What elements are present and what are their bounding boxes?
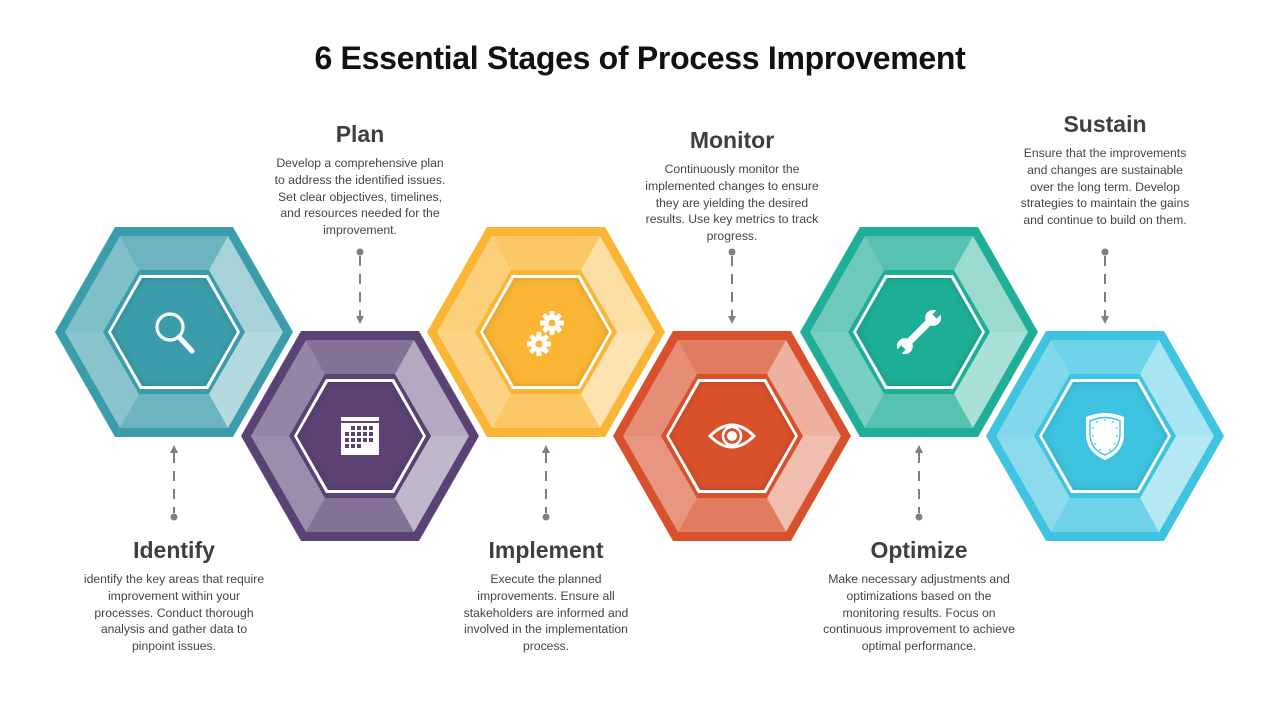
gears-icon [527,311,564,356]
stage-heading: Plan [335,121,385,147]
stage-description: identify the key areas that require impr… [83,572,265,654]
stage-heading: Monitor [689,127,775,153]
connector-optimize [914,444,924,522]
stage-plan-hexagon [241,331,479,541]
page-title: 6 Essential Stages of Process Improvemen… [314,40,966,76]
stage-heading: Sustain [1063,111,1147,137]
connector-implement [541,444,551,522]
shield-icon [1086,413,1124,460]
stage-description: Continuously monitor the implemented cha… [645,162,819,244]
stage-implement-hexagon [427,227,665,437]
stage-sustain-text: Sustain Ensure that the improvements and… [995,111,1215,229]
stage-description: Develop a comprehensive plan to address … [274,156,446,238]
stage-optimize-hexagon [800,227,1038,437]
calendar-icon [341,417,379,455]
stage-description: Execute the planned improvements. Ensure… [463,572,629,654]
connector-monitor [727,247,737,325]
eye-icon [707,423,757,449]
stage-implement-text: Implement Execute the planned improvemen… [436,537,656,655]
stage-identify-hexagon [55,227,293,437]
wrench-icon [894,307,944,357]
stage-identify-text: Identify identify the key areas that req… [64,537,284,655]
magnifier-icon [155,312,195,354]
stage-sustain-hexagon [986,331,1224,541]
connector-identify [169,444,179,522]
connector-plan [355,247,365,325]
stage-heading: Optimize [870,537,968,563]
connector-sustain [1100,247,1110,325]
stage-heading: Implement [488,537,604,563]
stage-heading: Identify [133,537,215,563]
stage-monitor-text: Monitor Continuously monitor the impleme… [622,127,842,245]
stage-plan-text: Plan Develop a comprehensive plan to add… [250,121,470,239]
stage-description: Make necessary adjustments and optimizat… [823,572,1015,654]
stage-optimize-text: Optimize Make necessary adjustments and … [809,537,1029,655]
stage-description: Ensure that the improvements and changes… [1020,146,1190,228]
stage-monitor-hexagon [613,331,851,541]
